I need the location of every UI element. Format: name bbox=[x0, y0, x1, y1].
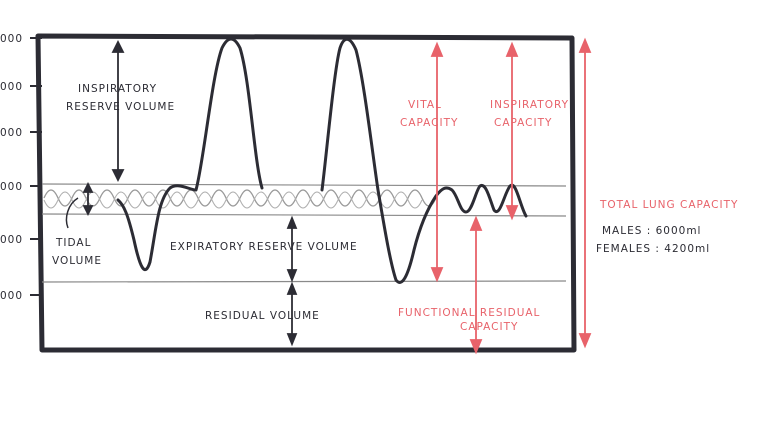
y-tick-label: 000 bbox=[0, 290, 23, 302]
total-lung-capacity-label: TOTAL LUNG CAPACITY bbox=[599, 199, 738, 211]
functional-residual-capacity-label-2: CAPACITY bbox=[460, 321, 518, 333]
tidal-volume-label-2: VOLUME bbox=[52, 255, 102, 267]
inspiratory-reserve-volume-label: INSPIRATORY bbox=[78, 83, 157, 95]
residual-volume-line bbox=[41, 280, 567, 283]
residual-volume-label: RESIDUAL VOLUME bbox=[205, 310, 320, 322]
graph-frame bbox=[35, 33, 577, 353]
y-tick-label: 000 bbox=[0, 127, 23, 139]
females-value: FEMALES : 4200ml bbox=[596, 243, 710, 255]
vital-capacity-label-2: CAPACITY bbox=[400, 117, 458, 129]
tidal-bottom-line bbox=[41, 213, 567, 217]
y-tick-label: 000 bbox=[0, 181, 23, 193]
spirometry-trace bbox=[116, 37, 528, 284]
volume-arrows bbox=[82, 39, 298, 347]
tidal-top-line bbox=[41, 183, 567, 187]
males-value: MALES : 6000ml bbox=[602, 225, 701, 237]
y-tick-label: 000 bbox=[0, 33, 23, 45]
inspiratory-reserve-volume-label-2: RESERVE VOLUME bbox=[66, 101, 175, 113]
y-axis-ticks bbox=[30, 37, 42, 296]
tidal-breathing-wave-lower bbox=[43, 191, 423, 209]
y-tick-label: 000 bbox=[0, 81, 23, 93]
expiratory-reserve-volume-label: EXPIRATORY RESERVE VOLUME bbox=[170, 241, 358, 253]
inspiratory-capacity-label: INSPIRATORY bbox=[490, 99, 569, 111]
tidal-volume-label: TIDAL bbox=[55, 237, 91, 249]
functional-residual-capacity-label: FUNCTIONAL RESIDUAL bbox=[398, 307, 540, 319]
tidal-breathing-wave bbox=[43, 189, 437, 207]
vital-capacity-label: VITAL bbox=[408, 99, 442, 111]
tidal-volume-pointer bbox=[65, 197, 79, 229]
y-tick-label: 000 bbox=[0, 234, 23, 246]
y-axis-tick-labels: 000 000 000 000 000 000 bbox=[0, 33, 23, 302]
capacity-arrows bbox=[430, 37, 592, 355]
guide-lines bbox=[41, 183, 567, 283]
inspiratory-capacity-label-2: CAPACITY bbox=[494, 117, 552, 129]
